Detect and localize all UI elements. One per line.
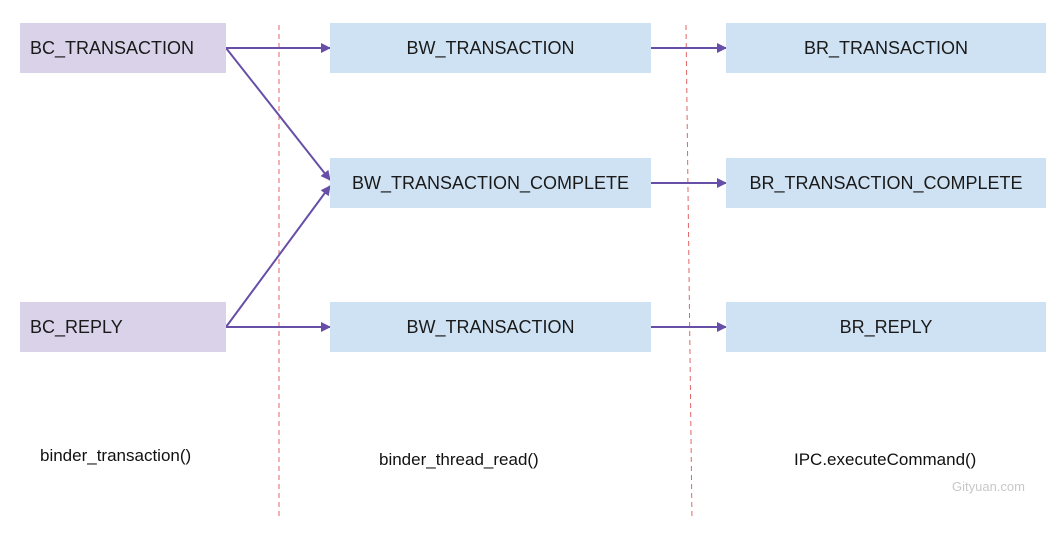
watermark: Gityuan.com — [952, 479, 1025, 494]
divider-line-2 — [685, 24, 693, 521]
arrow-bc-transaction-to-bw-complete — [225, 47, 331, 181]
node-br-reply: BR_REPLY — [726, 302, 1046, 352]
node-br-transaction-complete: BR_TRANSACTION_COMPLETE — [726, 158, 1046, 208]
node-bw-transaction-top: BW_TRANSACTION — [330, 23, 651, 73]
function-label-binder-thread-read: binder_thread_read() — [379, 450, 539, 469]
function-label-binder-transaction: binder_transaction() — [40, 446, 192, 465]
node-bw-transaction-complete: BW_TRANSACTION_COMPLETE — [330, 158, 651, 208]
function-label-ipc-execute-command: IPC.executeCommand() — [794, 450, 977, 469]
node-bc-reply: BC_REPLY — [20, 302, 226, 352]
node-bc-transaction: BC_TRANSACTION — [20, 23, 226, 73]
arrow-bc-reply-to-bw-complete — [225, 185, 331, 328]
node-bw-transaction-bottom: BW_TRANSACTION — [330, 302, 651, 352]
node-br-transaction: BR_TRANSACTION — [726, 23, 1046, 73]
